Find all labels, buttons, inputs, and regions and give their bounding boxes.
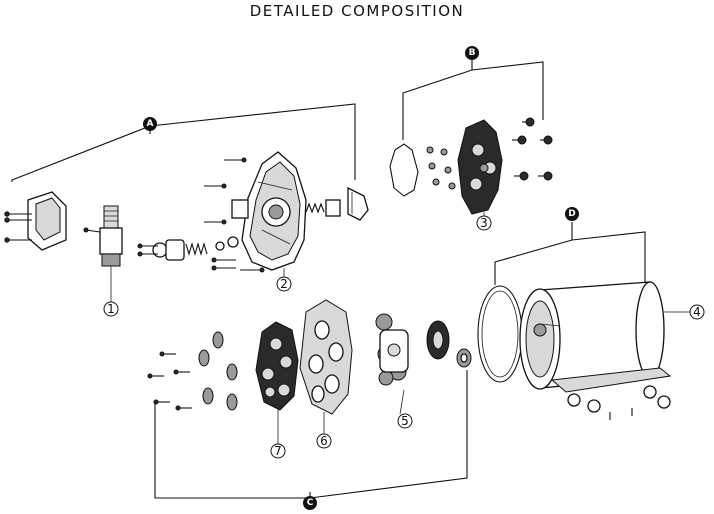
check-valve (152, 236, 239, 261)
part-7-label: 7 (274, 444, 282, 458)
part-7-callout: 7 (270, 443, 286, 459)
part-3-callout: 3 (476, 215, 492, 231)
group-c-letter: C (307, 498, 314, 508)
part-2-label: 2 (280, 277, 288, 291)
pump-head-screws (204, 157, 247, 225)
group-c-marker: C (303, 496, 317, 510)
pressure-valve (83, 205, 123, 267)
motor-body (519, 281, 665, 390)
part-3-label: 3 (480, 216, 488, 230)
pump-head (231, 151, 307, 271)
switch-housing (4, 191, 67, 251)
part-2-callout: 2 (276, 276, 292, 292)
part-6-label: 6 (320, 434, 328, 448)
group-d-letter: D (568, 209, 575, 219)
valve-seats (426, 146, 456, 190)
cam-plate (457, 119, 503, 215)
part-1-callout: 1 (103, 301, 119, 317)
wobble-plate (375, 313, 409, 386)
diaphragm (255, 321, 299, 411)
part-4-callout: 4 (689, 304, 705, 320)
shaft-hub (456, 348, 472, 368)
group-a-letter: A (147, 119, 154, 129)
part-1-label: 1 (107, 302, 115, 316)
group-b-marker: B (465, 46, 479, 70)
diagram-title: DETAILED COMPOSITION (249, 2, 465, 20)
part-4-label: 4 (693, 305, 701, 319)
group-d-bracket (494, 222, 646, 285)
part-5-label: 5 (401, 414, 409, 428)
motor-gasket (477, 285, 523, 383)
group-a-bracket (11, 103, 356, 182)
motor-base (550, 367, 672, 420)
part-5-leader (399, 389, 405, 415)
valve-rings (198, 331, 238, 411)
group-d-marker: D (565, 207, 579, 221)
part-6-callout: 6 (316, 433, 332, 449)
inlet-screws (137, 243, 265, 273)
valve-housing (299, 299, 353, 415)
o-ring-gasket (389, 143, 419, 197)
bearing (426, 320, 450, 360)
group-a-marker: A (143, 117, 157, 131)
diaphragm-screws (147, 351, 192, 411)
part-5-callout: 5 (397, 413, 413, 429)
outlet-fitting (305, 186, 369, 221)
group-b-letter: B (469, 48, 476, 58)
piston-screws (512, 117, 553, 181)
